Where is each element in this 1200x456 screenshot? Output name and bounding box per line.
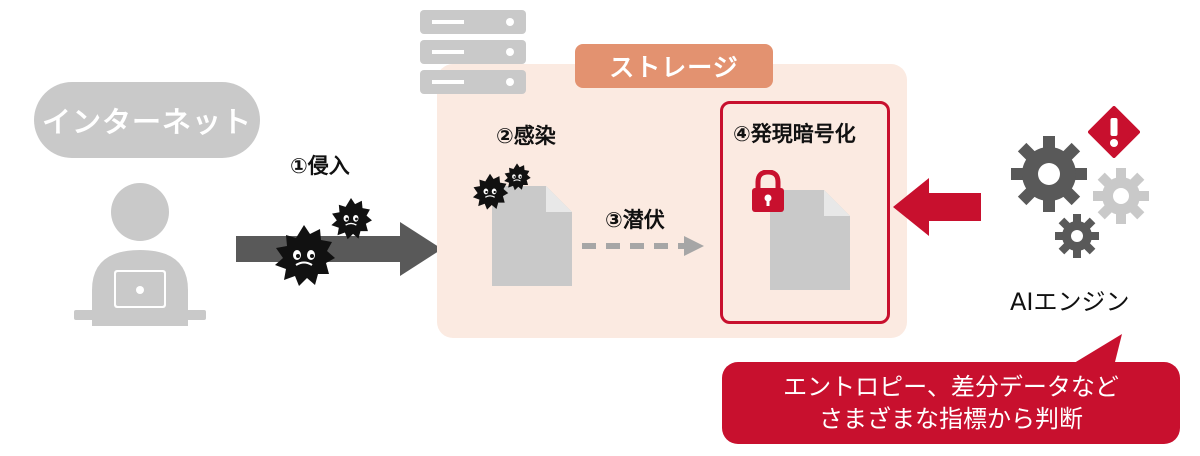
step-intrusion-label: ①侵入 xyxy=(290,154,350,178)
server-icon xyxy=(420,10,526,94)
gears-icon xyxy=(1011,136,1149,258)
latency-dashed-arrow xyxy=(582,236,704,256)
lock-icon xyxy=(752,170,784,212)
callout-line-2: さまざまな指標から判断 xyxy=(819,405,1083,433)
ai-criteria-callout: エントロピー、差分データなど さまざまな指標から判断 xyxy=(722,362,1180,444)
document-icon xyxy=(492,186,572,286)
internet-label: インターネット xyxy=(34,82,260,158)
warning-icon xyxy=(1088,106,1140,158)
storage-label: ストレージ xyxy=(575,44,773,88)
step-infection-label: ②感染 xyxy=(496,124,556,148)
step-encryption-label: ④発現暗号化 xyxy=(733,122,856,146)
ai-engine-label: AIエンジン xyxy=(1010,288,1130,316)
virus-icon xyxy=(331,198,372,240)
ai-detection-arrow xyxy=(893,178,981,236)
virus-icon xyxy=(472,173,509,210)
step-latency-label: ③潜伏 xyxy=(605,208,665,232)
virus-icon xyxy=(275,225,335,286)
virus-icon xyxy=(504,163,531,191)
user-with-laptop-icon xyxy=(74,183,206,326)
callout-line-1: エントロピー、差分データなど xyxy=(783,373,1119,401)
document-icon xyxy=(770,190,850,290)
